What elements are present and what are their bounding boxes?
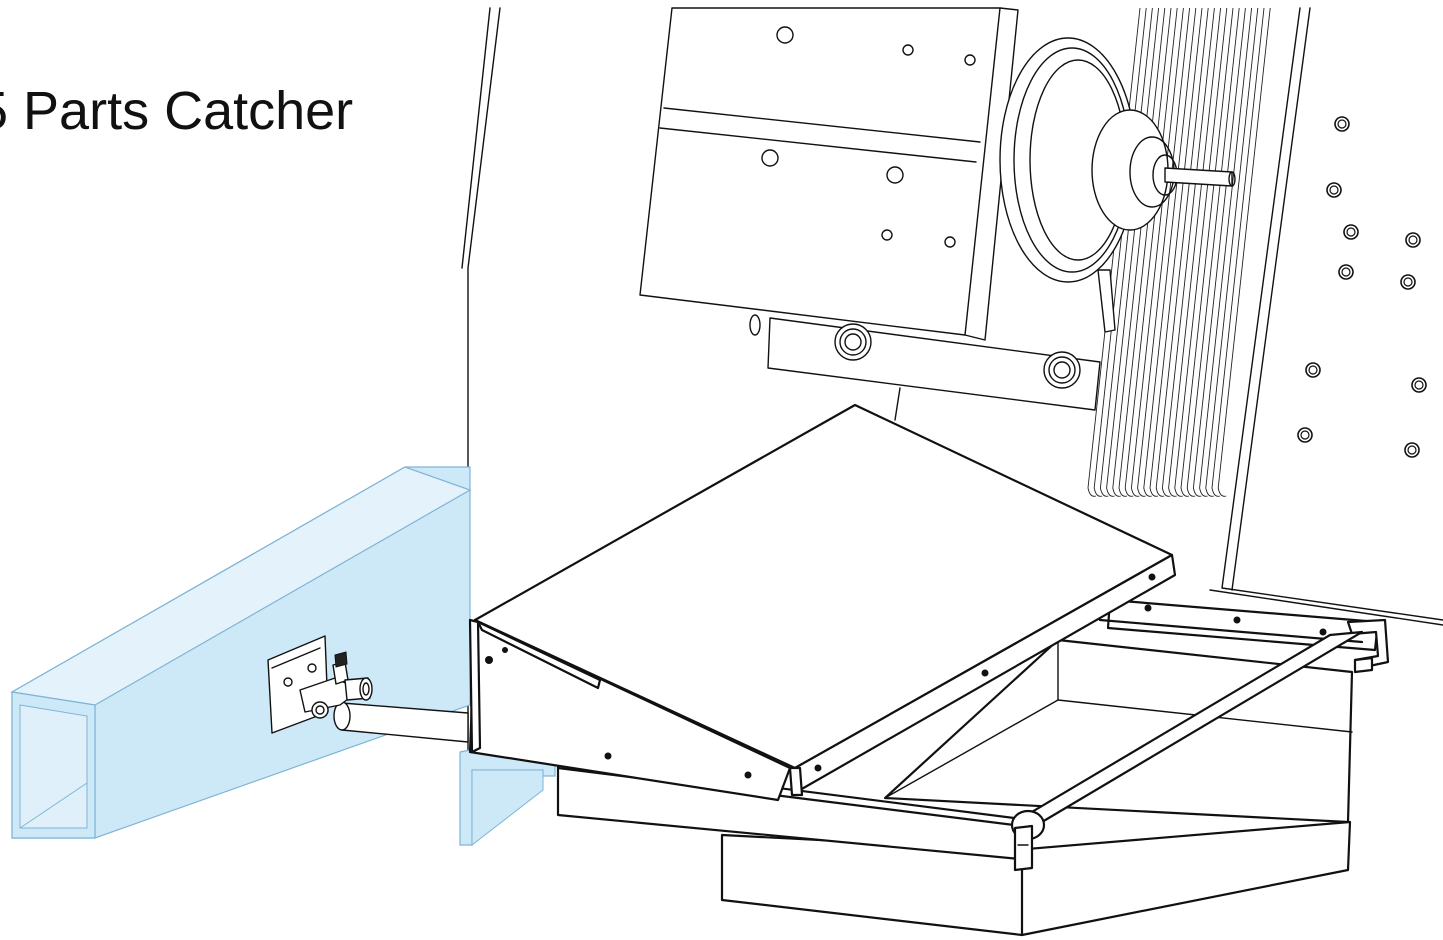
fin-line xyxy=(1143,7,1197,497)
fin-line xyxy=(1087,7,1141,497)
screw-head xyxy=(1411,377,1427,393)
fin-line xyxy=(1161,7,1215,497)
fin-line xyxy=(1099,7,1153,497)
blue-square-tube xyxy=(10,466,472,839)
pneumatic-fitting xyxy=(299,651,373,719)
fin-line xyxy=(1199,7,1253,497)
hex-bolt-left xyxy=(834,323,872,361)
headstock-body xyxy=(639,7,1019,341)
screw-head xyxy=(1400,274,1416,290)
screw-head xyxy=(1334,116,1350,132)
fin-line xyxy=(1186,7,1240,497)
air-pipe xyxy=(333,701,469,743)
fin-line xyxy=(1180,7,1234,497)
fin-line xyxy=(1130,7,1184,497)
fin-line xyxy=(1093,7,1147,497)
fin-line xyxy=(1192,7,1246,497)
fin-line xyxy=(1211,7,1265,497)
wall-screws xyxy=(1297,116,1427,458)
blue-channel-bracket xyxy=(459,749,556,847)
fin-line xyxy=(1217,7,1271,497)
screw-head xyxy=(1338,264,1354,280)
cooling-fins xyxy=(1087,7,1271,497)
screw-head xyxy=(1326,182,1342,198)
headstock-mounting-block xyxy=(767,317,1101,421)
screw-head xyxy=(1404,442,1420,458)
rail-frame xyxy=(556,598,1390,937)
fin-line xyxy=(1118,7,1172,497)
fin-line xyxy=(1124,7,1178,497)
fin-line xyxy=(1149,7,1203,497)
screw-head xyxy=(1343,224,1359,240)
screw-head xyxy=(1305,362,1321,378)
screw-head xyxy=(1297,427,1313,443)
spindle-chuck xyxy=(999,37,1236,333)
fin-line xyxy=(1155,7,1209,497)
catcher-chute xyxy=(468,403,1177,802)
fin-line xyxy=(1168,7,1222,497)
fin-line xyxy=(1205,7,1259,497)
fin-line xyxy=(1137,7,1191,497)
fin-line xyxy=(1174,7,1228,497)
machine-enclosure-panel xyxy=(1209,7,1443,626)
fin-line xyxy=(1112,7,1166,497)
screw-head xyxy=(1405,232,1421,248)
hex-bolt-right xyxy=(1043,351,1081,389)
fin-line xyxy=(1106,7,1160,497)
diagram-title: 5 Parts Catcher xyxy=(0,81,354,141)
